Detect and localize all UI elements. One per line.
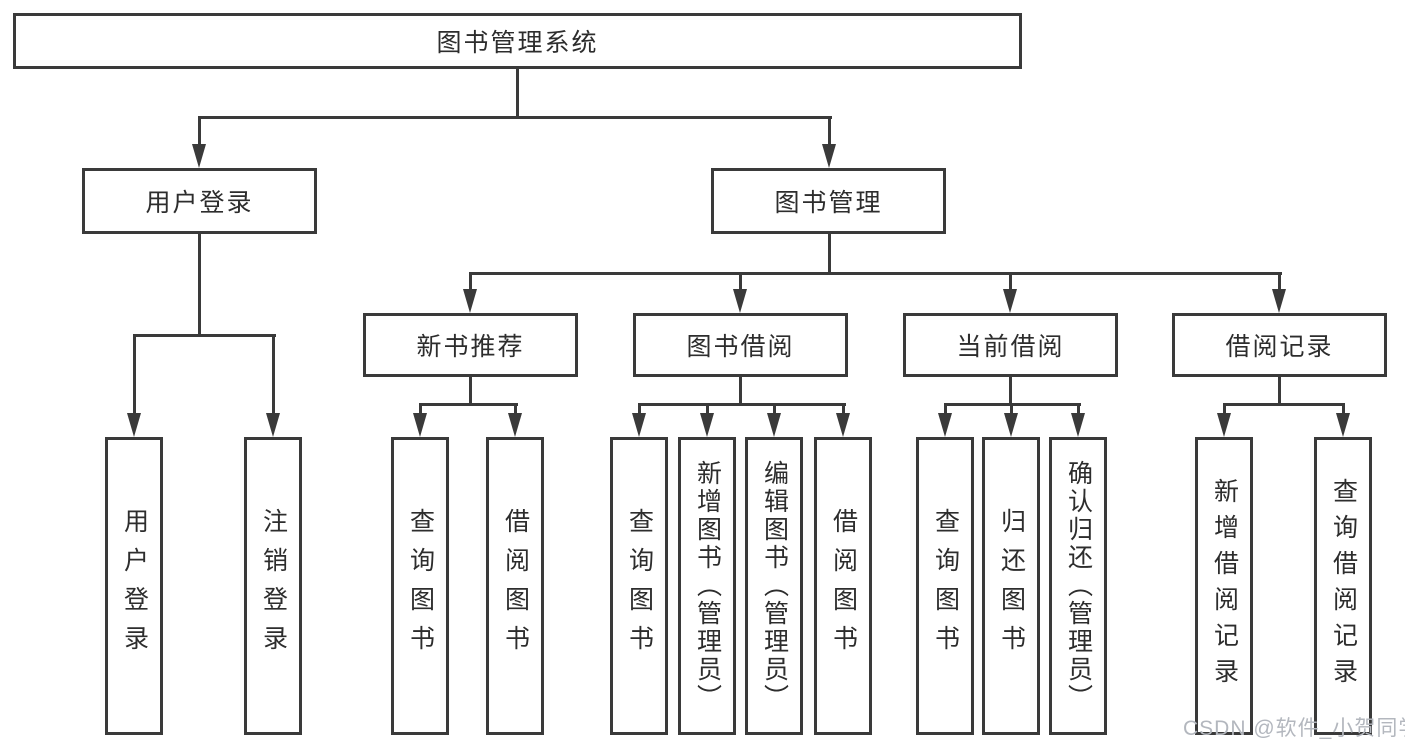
- node-user-login-label: 用户登录: [145, 189, 254, 217]
- leaf-recommend-borrow-books: 借阅图书: [486, 437, 544, 735]
- arrow-down-icon: [508, 413, 522, 437]
- arrow-down-icon: [266, 413, 280, 437]
- arrow-down-icon: [938, 413, 952, 437]
- connector-line: [469, 377, 472, 405]
- arrow-down-icon: [822, 144, 836, 168]
- arrow-down-icon: [1004, 413, 1018, 437]
- connector-line: [739, 272, 742, 292]
- arrow-down-icon: [1336, 413, 1350, 437]
- connector-line: [1342, 403, 1345, 415]
- node-book-borrow: 图书借阅: [633, 313, 848, 377]
- node-borrow-records-label: 借阅记录: [1225, 333, 1334, 361]
- node-current-borrow: 当前借阅: [903, 313, 1118, 377]
- connector-line: [842, 403, 845, 415]
- connector-line: [1223, 403, 1226, 415]
- connector-line: [638, 403, 641, 415]
- connector-line: [198, 116, 832, 119]
- connector-line: [1223, 403, 1345, 406]
- root-node-library-system: 图书管理系统: [13, 13, 1022, 69]
- node-borrow-records: 借阅记录: [1172, 313, 1387, 377]
- leaf-confirm-return-admin-label: 确认归还（管理员）: [1064, 460, 1093, 712]
- connector-line: [469, 272, 1282, 275]
- arrow-down-icon: [1003, 289, 1017, 313]
- leaf-edit-books-admin-label: 编辑图书（管理员）: [760, 460, 789, 712]
- connector-line: [198, 116, 201, 148]
- connector-line: [828, 234, 831, 275]
- csdn-watermark: CSDN @软件_小贺同学: [1183, 717, 1405, 740]
- arrow-down-icon: [632, 413, 646, 437]
- connector-line: [1278, 272, 1281, 292]
- arrow-down-icon: [413, 413, 427, 437]
- connector-line: [739, 377, 742, 405]
- connector-line: [469, 272, 472, 292]
- leaf-user-login-label: 用户登录: [120, 508, 149, 664]
- leaf-recommend-query-books: 查询图书: [391, 437, 449, 735]
- connector-line: [272, 334, 275, 416]
- node-new-book-recommend-label: 新书推荐: [416, 333, 525, 361]
- node-book-management: 图书管理: [711, 168, 946, 234]
- node-current-borrow-label: 当前借阅: [956, 333, 1065, 361]
- node-new-book-recommend: 新书推荐: [363, 313, 578, 377]
- connector-line: [514, 403, 517, 415]
- leaf-confirm-return-admin: 确认归还（管理员）: [1049, 437, 1107, 735]
- leaf-current-query-books-label: 查询图书: [931, 508, 960, 664]
- connector-line: [419, 403, 422, 415]
- connector-line: [198, 234, 201, 337]
- leaf-edit-books-admin: 编辑图书（管理员）: [745, 437, 803, 735]
- arrow-down-icon: [463, 289, 477, 313]
- node-user-login: 用户登录: [82, 168, 317, 234]
- arrow-down-icon: [1272, 289, 1286, 313]
- connector-line: [828, 116, 831, 148]
- leaf-add-books-admin-label: 新增图书（管理员）: [693, 460, 722, 712]
- arrow-down-icon: [1071, 413, 1085, 437]
- leaf-add-books-admin: 新增图书（管理员）: [678, 437, 736, 735]
- connector-line: [133, 334, 136, 416]
- leaf-query-borrow-record-label: 查询借阅记录: [1329, 478, 1358, 694]
- leaf-recommend-query-books-label: 查询图书: [406, 508, 435, 664]
- leaf-borrow-query-books: 查询图书: [610, 437, 668, 735]
- leaf-user-login: 用户登录: [105, 437, 163, 735]
- arrow-down-icon: [767, 413, 781, 437]
- arrow-down-icon: [700, 413, 714, 437]
- arrow-down-icon: [836, 413, 850, 437]
- connector-line: [1278, 377, 1281, 405]
- connector-line: [419, 403, 518, 406]
- leaf-borrow-query-books-label: 查询图书: [625, 508, 654, 664]
- connector-line: [1009, 272, 1012, 292]
- connector-line: [773, 403, 776, 415]
- connector-line: [133, 334, 276, 337]
- connector-line: [1077, 403, 1080, 415]
- node-book-management-label: 图书管理: [774, 189, 883, 217]
- connector-line: [638, 403, 846, 406]
- leaf-recommend-borrow-books-label: 借阅图书: [501, 508, 530, 664]
- connector-line: [516, 69, 519, 118]
- leaf-query-borrow-record: 查询借阅记录: [1314, 437, 1372, 735]
- leaf-return-books-label: 归还图书: [997, 508, 1026, 664]
- leaf-return-books: 归还图书: [982, 437, 1040, 735]
- connector-line: [1009, 377, 1012, 405]
- connector-line: [706, 403, 709, 415]
- node-book-borrow-label: 图书借阅: [686, 333, 795, 361]
- leaf-borrow-books-label: 借阅图书: [829, 508, 858, 664]
- arrow-down-icon: [1217, 413, 1231, 437]
- leaf-add-borrow-record: 新增借阅记录: [1195, 437, 1253, 735]
- arrow-down-icon: [127, 413, 141, 437]
- root-node-label: 图书管理系统: [436, 29, 599, 57]
- arrow-down-icon: [192, 144, 206, 168]
- leaf-current-query-books: 查询图书: [916, 437, 974, 735]
- arrow-down-icon: [733, 289, 747, 313]
- leaf-logout-label: 注销登录: [259, 508, 288, 664]
- leaf-logout: 注销登录: [244, 437, 302, 735]
- leaf-borrow-books: 借阅图书: [814, 437, 872, 735]
- connector-line: [1010, 403, 1013, 415]
- connector-line: [944, 403, 947, 415]
- leaf-add-borrow-record-label: 新增借阅记录: [1210, 478, 1239, 694]
